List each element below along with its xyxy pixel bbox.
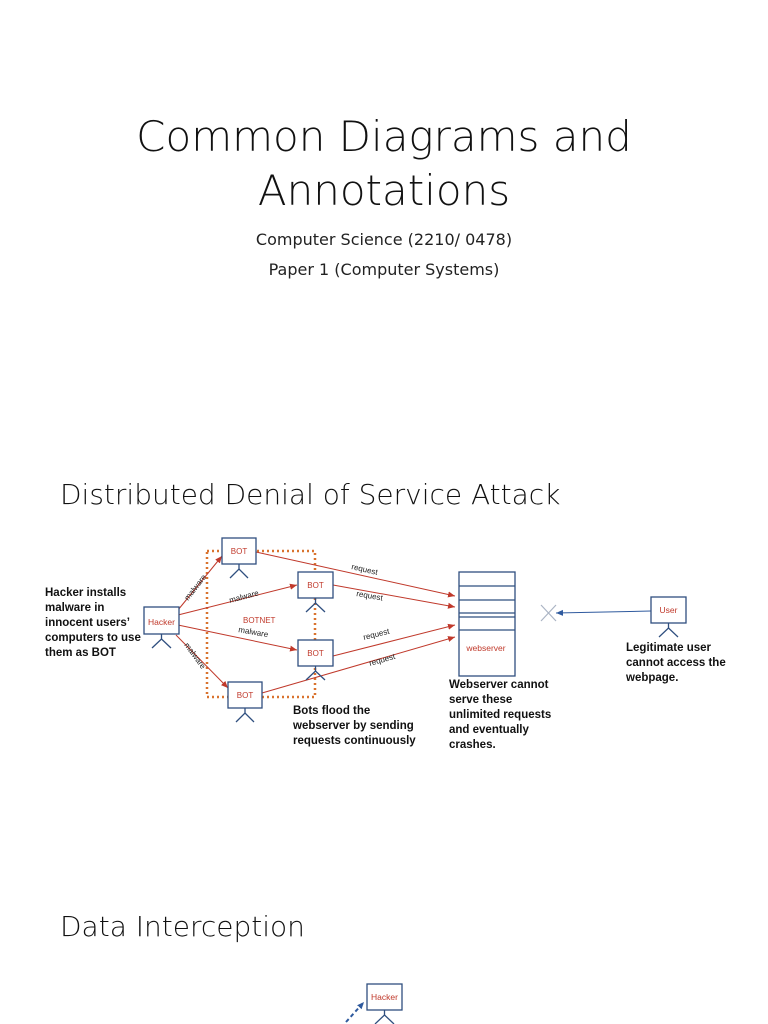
bot-label-4: BOT: [237, 691, 254, 700]
webserver-node: webserver: [458, 571, 516, 677]
hacker-label: Hacker: [148, 617, 175, 627]
interception-hacker-label: Hacker: [371, 992, 398, 1002]
request-label-2: request: [356, 589, 385, 603]
request-label-1: request: [351, 562, 380, 577]
interception-heading: Data Interception: [60, 910, 305, 943]
note-user-line: Legitimate user: [626, 642, 711, 654]
title-line-1: Common Diagrams and: [136, 112, 632, 161]
user-label: User: [660, 605, 678, 615]
malware-arrow-1: [177, 555, 223, 611]
blocked-x-icon: [540, 604, 557, 622]
interception-arrow: [345, 1001, 365, 1023]
note-hacker-line: computers to use: [45, 632, 141, 644]
request-arrow-1: [255, 551, 456, 598]
note-server-line: unlimited requests: [449, 709, 552, 721]
botnet-label: BOTNET: [243, 616, 276, 625]
note-hacker-line: innocent users’: [45, 617, 130, 629]
request-label-4: request: [368, 652, 397, 668]
malware-label-2: malware: [228, 588, 260, 605]
note-hacker-line: Hacker installs: [45, 587, 127, 599]
note-server-line: and eventually: [449, 724, 529, 736]
malware-arrow-2: [177, 583, 298, 616]
malware-label-1: malware: [182, 572, 208, 602]
bot-node-2: BOT: [297, 571, 334, 613]
note-server-line: crashes.: [449, 739, 496, 751]
request-arrow-4: [261, 636, 456, 694]
botnet-boundary: [205, 549, 317, 699]
subtitle-paper: Paper 1 (Computer Systems): [268, 260, 500, 279]
subtitle-course: Computer Science (2210/ 0478): [255, 230, 513, 249]
malware-label-3: malware: [238, 625, 270, 639]
malware-arrow-3: [177, 624, 298, 652]
bot-label-1: BOT: [231, 547, 248, 556]
malware-label-4: malware: [182, 641, 207, 671]
bot-node-3: BOT: [297, 639, 334, 681]
note-bots-line: Bots flood the: [293, 705, 371, 717]
request-arrow-2: [332, 584, 456, 609]
request-label-3: request: [362, 627, 391, 642]
title-line-2: Annotations: [257, 166, 511, 215]
note-hacker: Hacker installs malware in innocent user…: [45, 586, 141, 661]
request-arrow-3: [332, 623, 456, 657]
note-server-line: serve these: [449, 694, 513, 706]
note-bots: Bots flood the webserver by sending requ…: [293, 704, 416, 749]
note-bots-line: webserver by sending: [293, 720, 414, 732]
malware-arrow-4: [175, 634, 229, 689]
note-bots-line: requests continuously: [293, 735, 416, 747]
hacker-node: Hacker: [143, 606, 180, 649]
bot-label-3: BOT: [307, 649, 324, 658]
note-user-line: webpage.: [626, 672, 679, 684]
bot-label-2: BOT: [307, 581, 324, 590]
bot-node-4: BOT: [227, 681, 263, 723]
note-hacker-line: malware in: [45, 602, 105, 614]
note-hacker-line: them as BOT: [45, 647, 116, 659]
note-server: Webserver cannot serve these unlimited r…: [449, 678, 551, 753]
slide-title: Common Diagrams and Annotations: [0, 110, 768, 218]
note-user: Legitimate user cannot access the webpag…: [626, 641, 726, 686]
user-node: User: [650, 596, 687, 638]
webserver-label: webserver: [465, 643, 505, 653]
ddos-heading: Distributed Denial of Service Attack: [60, 478, 561, 511]
note-server-line: Webserver cannot: [449, 679, 549, 691]
bot-node-1: BOT: [221, 537, 257, 579]
interception-hacker-node: Hacker: [366, 983, 403, 1024]
user-request-arrow: [555, 609, 652, 616]
note-user-line: cannot access the: [626, 657, 726, 669]
